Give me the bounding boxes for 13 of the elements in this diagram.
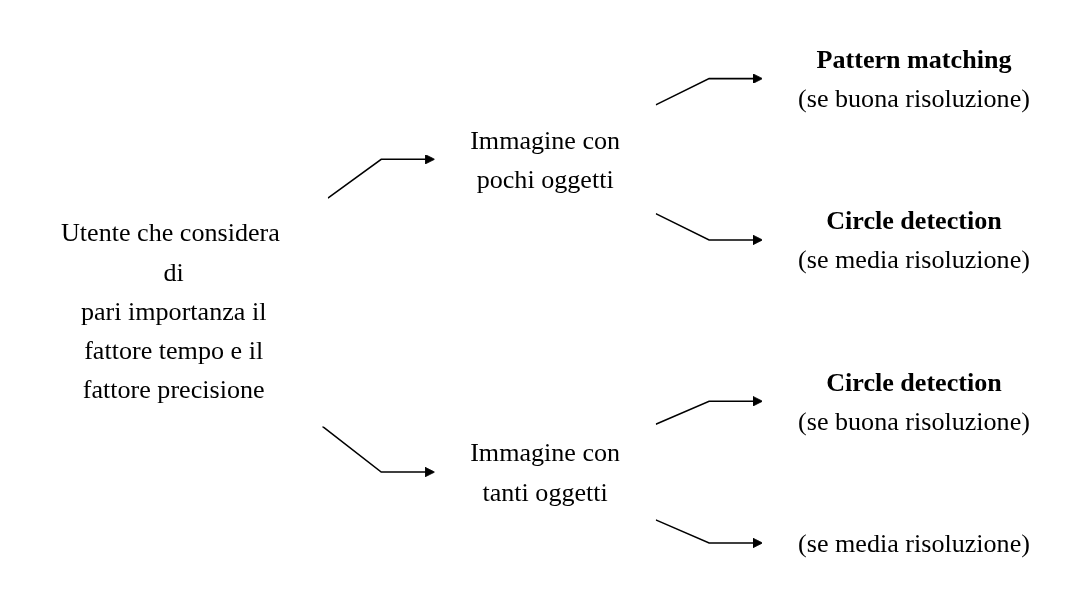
node-text: Immagine con pochi oggetti [470,124,621,194]
arrow [655,519,763,549]
arrow [327,154,436,199]
node-text: Pattern matching (se buona risoluzione) [798,44,1030,114]
node-text: Circle detection (se media risoluzione) [798,205,1030,275]
node-text: Immagine con tanti oggetti [470,437,621,507]
arrow [655,73,763,106]
node-text: (se media risoluzione) [798,528,1030,558]
node-text: Circle detection (se buona risoluzione) [798,366,1030,436]
arrow [321,425,436,478]
arrow [655,212,763,246]
node-text: Utente che considera di pari importanza il fattore tempo e il fattore precisione [61,217,280,404]
arrow [655,396,763,426]
